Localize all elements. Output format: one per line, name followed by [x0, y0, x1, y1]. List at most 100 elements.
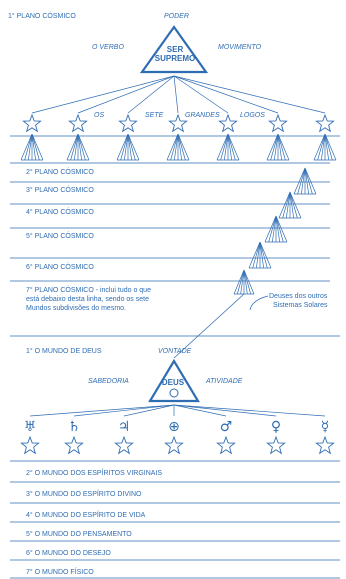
spirit-star-7 — [315, 435, 335, 455]
logos-fan-3-ray-3 — [123, 133, 129, 161]
logos-fan-4-ray-2 — [170, 133, 179, 161]
spirit-star-5 — [216, 435, 236, 455]
uranus-symbol-icon: ♅ — [24, 419, 37, 435]
seventh-plane-fan-ray-7 — [243, 269, 255, 295]
logos-fan-2-ray-1 — [66, 133, 79, 161]
logos-fan-5-ray-2 — [220, 133, 229, 161]
world-7-label: 7° O MUNDO FÍSICO — [26, 569, 94, 576]
god-label: DEUS — [161, 378, 185, 387]
logos-fan-6-ray-2 — [270, 133, 279, 161]
cosmic-plane-7-line-2: está debaixo desta linha, sendo os sete — [26, 296, 149, 303]
logos-word-logos: LOGOS — [240, 112, 265, 119]
cascade-fan-1-ray-6 — [324, 133, 333, 161]
logos-fan-1-ray-5 — [31, 133, 37, 161]
logos-star-4 — [168, 113, 188, 133]
logos-ray-3 — [127, 75, 175, 114]
logos-fan-5-ray-1 — [216, 133, 229, 161]
cascade-fan-3-ray-5 — [289, 191, 295, 219]
logos-word-grandes: GRANDES — [185, 112, 220, 119]
logos-fan-1-ray-2 — [24, 133, 33, 161]
logos-star-7 — [315, 113, 335, 133]
world-4-label: 4° O MUNDO DO ESPÍRITO DE VIDA — [26, 512, 146, 519]
cascade-fan-2-ray-3 — [300, 167, 306, 195]
cascade-fan-4-ray-1 — [264, 215, 277, 243]
world-3-label: 3° O MUNDO DO ESPÍRITO DIVINO — [26, 491, 142, 498]
earth-symbol-icon: ⊕ — [168, 419, 180, 435]
logos-fan-1-ray-1 — [20, 133, 33, 161]
cascade-fan-5-ray-6 — [259, 241, 268, 269]
movement-label: MOVIMENTO — [218, 44, 262, 51]
logos-star-6 — [268, 113, 288, 133]
activity-label: ATIVIDADE — [206, 378, 243, 385]
descent-line — [173, 293, 245, 359]
logos-star-2 — [68, 113, 88, 133]
god-circle-icon — [169, 388, 179, 398]
logos-fan-1-ray-7 — [31, 133, 44, 161]
logos-fan-6-ray-1 — [266, 133, 279, 161]
cascade-fan-5-ray-1 — [248, 241, 261, 269]
seventh-plane-fan-ray-3 — [240, 269, 245, 295]
seventh-plane-fan-ray-6 — [243, 269, 252, 295]
supreme-being-triangle — [139, 25, 209, 74]
logos-fan-3-ray-2 — [120, 133, 129, 161]
spirit-ray-6 — [173, 404, 277, 417]
world-of-god-label: 1° O MUNDO DE DEUS — [26, 348, 102, 355]
logos-fan-5-ray-5 — [227, 133, 233, 161]
cascade-fan-3-ray-3 — [285, 191, 291, 219]
logos-fan-6-ray-5 — [277, 133, 283, 161]
cascade-fan-5-ray-3 — [255, 241, 261, 269]
logos-fan-2-ray-7 — [77, 133, 90, 161]
cosmic-plane-7-line-1: 7° PLANO CÓSMICO - inclui tudo o que — [26, 287, 151, 294]
cascade-fan-4-ray-5 — [275, 215, 281, 243]
cosmic-plane-7-line-3: Mundos subdivisões do mesmo. — [26, 305, 126, 312]
mercury-symbol-icon: ☿ — [321, 419, 330, 435]
cosmic-plane-2-label: 2° PLANO CÓSMICO — [26, 169, 94, 176]
spirit-ray-5 — [173, 404, 227, 417]
logos-fan-4-ray-5 — [177, 133, 183, 161]
cascade-fan-4-ray-7 — [275, 215, 288, 243]
logos-fan-6-ray-6 — [277, 133, 286, 161]
wisdom-label: SABEDORIA — [88, 378, 129, 385]
will-label: VONTADE — [158, 348, 192, 355]
spirit-star-3 — [114, 435, 134, 455]
cascade-fan-5-ray-5 — [259, 241, 265, 269]
logos-fan-2-ray-2 — [70, 133, 79, 161]
cascade-fan-5-ray-2 — [252, 241, 261, 269]
cascade-fan-2-ray-1 — [293, 167, 306, 195]
word-label: O VERBO — [92, 44, 124, 51]
cascade-fan-3-ray-7 — [289, 191, 302, 219]
spirit-ray-1 — [29, 404, 175, 417]
cosmic-plane-4-label: 4° PLANO CÓSMICO — [26, 209, 94, 216]
logos-ray-1 — [31, 75, 175, 114]
spirit-star-2 — [64, 435, 84, 455]
logos-fan-3-ray-1 — [116, 133, 129, 161]
spirit-star-4 — [164, 435, 184, 455]
cascade-fan-1-ray-5 — [324, 133, 330, 161]
god-triangle — [148, 358, 200, 403]
cosmic-plane-6-label: 6° PLANO CÓSMICO — [26, 264, 94, 271]
other-solar-systems-line-1: Deuses dos outros — [269, 293, 328, 300]
logos-fan-2-ray-3 — [73, 133, 79, 161]
logos-fan-3-ray-5 — [127, 133, 133, 161]
supreme-being-line-2: SUPREMO — [154, 54, 196, 63]
logos-fan-2-ray-5 — [77, 133, 83, 161]
world-5-label: 5° O MUNDO DO PENSAMENTO — [26, 531, 132, 538]
logos-ray-6 — [173, 75, 279, 114]
logos-ray-7 — [173, 75, 326, 114]
logos-fan-5-ray-6 — [227, 133, 236, 161]
spirit-ray-7 — [173, 404, 326, 417]
spirit-ray-3 — [123, 404, 175, 417]
logos-fan-6-ray-3 — [273, 133, 279, 161]
logos-ray-4 — [173, 75, 179, 114]
spirit-star-6 — [266, 435, 286, 455]
spirit-star-1 — [20, 435, 40, 455]
logos-fan-5-ray-7 — [227, 133, 240, 161]
cascade-fan-5-ray-7 — [259, 241, 272, 269]
world-6-label: 6° O MUNDO DO DESEJO — [26, 550, 111, 557]
cascade-fan-2-ray-7 — [304, 167, 317, 195]
world-2-label: 2° O MUNDO DOS ESPÍRITOS VIRGINAIS — [26, 470, 163, 477]
logos-fan-6-ray-7 — [277, 133, 290, 161]
cosmic-plane-3-label: 3° PLANO CÓSMICO — [26, 187, 94, 194]
